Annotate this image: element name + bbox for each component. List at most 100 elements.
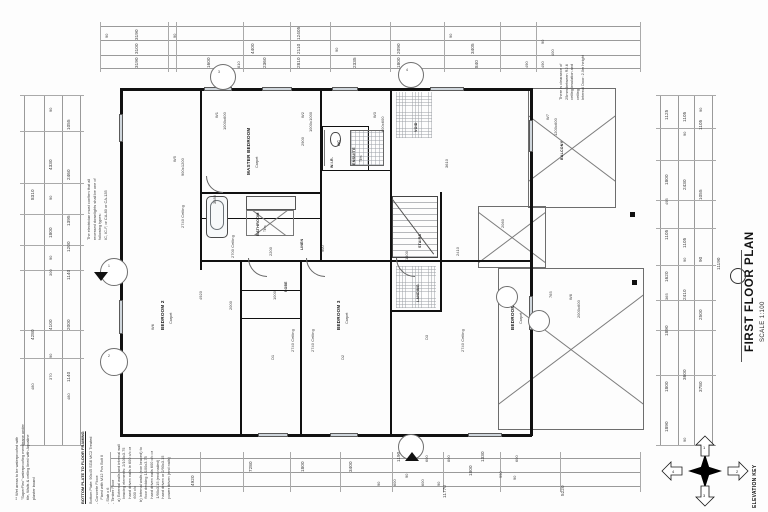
window-w9 bbox=[258, 432, 288, 437]
dim-right-1105d: 1105 bbox=[698, 119, 703, 130]
top-dim-line-2 bbox=[100, 40, 640, 41]
dim-right-495: 495 bbox=[664, 198, 669, 205]
ceiling-note-3: 2740 Ceiling bbox=[310, 329, 315, 352]
detail-marker-4-label: 4 bbox=[406, 68, 408, 72]
dim-right-3780: 3780 bbox=[698, 381, 703, 392]
window-size-7: 1200x600 bbox=[553, 118, 558, 136]
dim-bottom-7280: 7280 bbox=[248, 461, 253, 472]
wall-internal-v3 bbox=[320, 192, 322, 262]
wir-shelf bbox=[324, 130, 325, 166]
elevation-arrow-label-3: 3 bbox=[703, 493, 706, 498]
room-label-linen: LINEN bbox=[300, 238, 304, 250]
window-w5 bbox=[118, 114, 123, 142]
room-finish-bedroom-3: Carpet bbox=[345, 312, 349, 324]
note-electrical: The electrician must confirm that all re… bbox=[86, 178, 108, 240]
dim-right-90d: 90 bbox=[698, 107, 703, 112]
right-dim-line-2 bbox=[678, 95, 679, 445]
dim-top-2360: 2360 bbox=[262, 57, 267, 68]
dim-top-2090: 2090 bbox=[396, 43, 401, 54]
wall-internal-v1 bbox=[200, 88, 202, 270]
ceiling-note-4: 2740 Ceiling bbox=[460, 329, 465, 352]
ceiling-note-2: 2740 Ceiling bbox=[290, 329, 295, 352]
detail-marker-2[interactable]: 2 bbox=[100, 348, 128, 376]
window-size-1: 1000x600 bbox=[222, 112, 227, 130]
dim-top-12405: 12405 bbox=[296, 26, 301, 40]
window-tag-w7: W7 bbox=[545, 113, 550, 120]
dim-left-1200: 1200 bbox=[66, 241, 71, 252]
wall-internal-v2 bbox=[320, 88, 322, 192]
dim-left-8310: 8310 bbox=[30, 189, 35, 200]
dim-right-90a: 90 bbox=[682, 131, 687, 136]
window-tag-w5: W5 bbox=[172, 155, 177, 162]
plan-dim-2060: 2060 bbox=[500, 218, 505, 228]
wall-outer-bottom bbox=[120, 434, 532, 437]
window-size-5: 900x1200 bbox=[180, 158, 185, 176]
dim-right-1055: 1055 bbox=[698, 189, 703, 200]
dim-left-1800: 1800 bbox=[48, 227, 53, 238]
window-size-8: 2000x600 bbox=[576, 300, 581, 318]
elevation-arrow-label-2: 2 bbox=[736, 469, 739, 474]
wall-outer-right bbox=[530, 88, 533, 436]
plan-dim-2900: 2900 bbox=[300, 136, 305, 146]
elevation-arrow-label-4: 4 bbox=[672, 469, 675, 474]
dim-bottom-600c: 600 bbox=[424, 455, 429, 462]
dim-top-840: 490 bbox=[524, 61, 529, 68]
right-dim-line-3 bbox=[694, 95, 695, 445]
elevation-arrow-label-1: 1 bbox=[703, 445, 706, 450]
dim-bottom-1330: 1330 bbox=[480, 451, 485, 462]
dim-top-1800: 840 bbox=[474, 60, 479, 68]
detail-marker-7[interactable] bbox=[496, 286, 518, 308]
dim-left-90a: 90 bbox=[48, 107, 53, 112]
ceiling-note-5: 2740 Ceiling bbox=[180, 205, 185, 228]
dim-left-2460: 2460 bbox=[66, 169, 71, 180]
dim-left-1140a: 1140 bbox=[66, 269, 71, 280]
dim-left-1055: 1055 bbox=[66, 119, 71, 130]
wall-wc-h bbox=[322, 170, 390, 172]
wall-internal-h3 bbox=[390, 310, 442, 312]
note-framing-title: BOTTOM PLATE TO FLOOR FRAMING bbox=[80, 431, 85, 504]
window-tag-w2: W2 bbox=[300, 111, 305, 118]
elevation-key-label: ELEVATION KEY bbox=[752, 464, 758, 508]
dim-left-300: 300 bbox=[48, 269, 53, 276]
dim-left-90c: 90 bbox=[48, 255, 53, 260]
elevation-arrow-left-icon bbox=[661, 461, 683, 481]
dim-bottom-1800b: 1800 bbox=[468, 465, 473, 476]
elevation-key: 1 3 4 2 ELEVATION KEY bbox=[648, 432, 766, 512]
dim-left-90b: 90 bbox=[48, 195, 53, 200]
room-label-landing: LANDING bbox=[416, 284, 420, 302]
dim-left-90d: 90 bbox=[48, 353, 53, 358]
dim-top-2110: 2110 bbox=[296, 43, 301, 54]
room-label-wc: WC bbox=[337, 139, 341, 146]
dim-bottom-600b: 600 bbox=[420, 479, 425, 486]
detail-marker-3-label: 3 bbox=[218, 70, 220, 74]
vanity-fixture bbox=[246, 196, 296, 210]
detail-marker-4[interactable]: 4 bbox=[398, 62, 424, 88]
dim-right-1105: 1105 bbox=[664, 229, 669, 240]
plan-dim-3610: 3610 bbox=[444, 158, 449, 168]
top-dim-line-3 bbox=[100, 55, 640, 56]
bath-cross-hatch bbox=[246, 210, 294, 236]
dim-bottom-550: 550 bbox=[498, 471, 503, 478]
room-label-stairs: STAIRS bbox=[418, 233, 422, 248]
dim-top-3100: 3100 bbox=[134, 43, 139, 54]
dim-left-370: 370 bbox=[48, 373, 53, 380]
dim-right-1800b: 1800 bbox=[664, 381, 669, 392]
dim-right-1125: 1125 bbox=[664, 109, 669, 120]
top-dim-line-1 bbox=[100, 26, 640, 27]
void-hatch bbox=[396, 92, 432, 138]
room-finish-bedroom-4: Carpet bbox=[519, 312, 523, 324]
door-tag-d3: D3 bbox=[424, 334, 429, 340]
dim-left-4330: 4330 bbox=[48, 159, 53, 170]
window-tag-w6: W6 bbox=[150, 323, 155, 330]
dim-right-1105c: 1105 bbox=[682, 237, 687, 248]
detail-marker-6[interactable] bbox=[528, 310, 550, 332]
wall-ensuite-h bbox=[322, 126, 368, 128]
room-label-bathroom: BATHROOM bbox=[256, 212, 260, 236]
dim-bottom-600a: 600 bbox=[392, 479, 397, 486]
detail-marker-3[interactable]: 3 bbox=[210, 64, 236, 90]
plan-dim-4920: 4920 bbox=[198, 290, 203, 300]
dim-bottom-3400: 3400 bbox=[348, 461, 353, 472]
window-w7 bbox=[528, 120, 533, 152]
note-framing-body: Bottom Plate: 90x45 SG8 MC2 Treated - Co… bbox=[88, 436, 171, 504]
